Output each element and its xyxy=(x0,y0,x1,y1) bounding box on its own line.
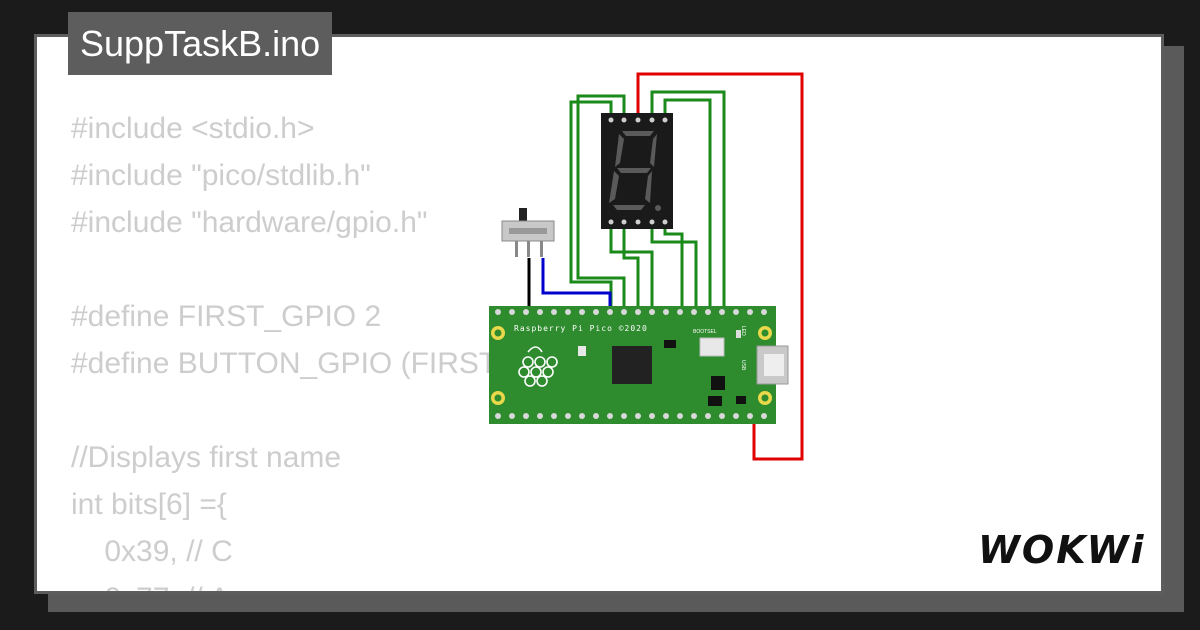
small-component xyxy=(736,396,746,404)
code-line: #define FIRST_GPIO 2 xyxy=(71,300,382,333)
green-wires xyxy=(569,90,726,312)
bootsel-label: BOOTSEL xyxy=(693,329,717,335)
board-label: Raspberry Pi Pico ©2020 xyxy=(514,324,648,333)
code-line: 0x39, // C xyxy=(71,535,233,568)
raspberry-logo-icon xyxy=(518,346,558,387)
code-line: 0x77, // A xyxy=(71,575,650,591)
small-component xyxy=(708,396,722,406)
mounting-holes xyxy=(491,326,772,405)
display-pins-bottom xyxy=(608,219,668,225)
slide-switch[interactable] xyxy=(501,208,555,257)
wokwi-logo: WOKWi xyxy=(978,528,1146,572)
small-component xyxy=(711,376,725,390)
bootsel-button[interactable] xyxy=(699,337,725,357)
code-line: //Displays first name xyxy=(71,441,342,474)
red-wire xyxy=(636,72,804,461)
code-preview: #include <stdio.h> #include "pico/stdlib.… xyxy=(71,105,650,591)
code-line: int bits[6] ={ xyxy=(71,488,227,521)
led-label: LED xyxy=(740,326,746,336)
small-component xyxy=(664,340,676,348)
display-segments xyxy=(609,131,661,211)
small-component xyxy=(578,346,586,356)
usb-label: USB xyxy=(740,360,746,371)
code-line: #include "hardware/gpio.h" xyxy=(71,206,428,239)
pins-bottom xyxy=(495,413,767,419)
seven-segment-display[interactable] xyxy=(601,113,673,229)
project-title[interactable]: SuppTaskB.ino xyxy=(68,12,333,75)
blue-wire xyxy=(541,258,612,312)
rp2040-chip xyxy=(612,346,652,384)
usb-connector[interactable] xyxy=(756,345,789,385)
code-line: #include "pico/stdlib.h" xyxy=(71,159,371,192)
code-line: #include <stdio.h> xyxy=(71,112,315,145)
pico-board[interactable]: Raspberry Pi Pico ©2020 BOOTSEL LED USB xyxy=(489,306,789,424)
led xyxy=(736,330,741,338)
display-pins-top xyxy=(608,117,668,123)
pins-top xyxy=(495,309,767,315)
